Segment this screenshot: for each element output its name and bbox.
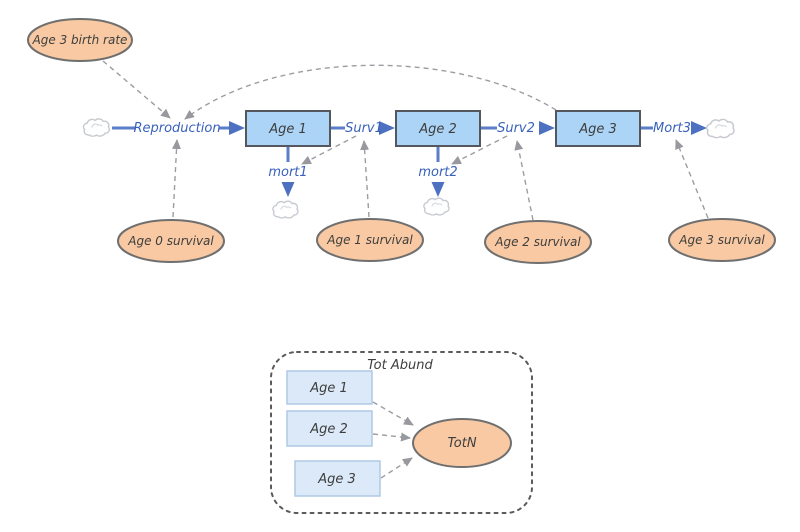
cloud-source-reproduction[interactable] bbox=[82, 118, 111, 137]
stock-age-2-label: Age 2 bbox=[418, 122, 457, 137]
module-tot-abund-title: Tot Abund bbox=[367, 358, 433, 373]
ghost-age-3[interactable]: Age 3 bbox=[294, 460, 381, 497]
variable-age1-survival[interactable]: Age 1 survival bbox=[316, 218, 424, 262]
flow-mort3[interactable] bbox=[641, 121, 707, 135]
link-ghost-age2-to-totn[interactable] bbox=[372, 432, 411, 442]
link-ghost-age1-to-totn[interactable] bbox=[372, 401, 414, 426]
link-age2-survival-to-surv2[interactable] bbox=[514, 140, 534, 221]
stock-age-2[interactable]: Age 2 bbox=[395, 110, 481, 147]
variable-age2-survival-label: Age 2 survival bbox=[494, 235, 581, 249]
ghost-age-2-label: Age 2 bbox=[309, 422, 348, 437]
module-tot-abund[interactable]: Tot Abund Age 1 Age 2 Age 3 TotN bbox=[270, 351, 533, 514]
flow-surv1[interactable] bbox=[331, 121, 395, 135]
influence-links bbox=[102, 60, 709, 221]
cloud-sink-mort2[interactable] bbox=[423, 197, 450, 216]
variable-totn[interactable]: TotN bbox=[412, 418, 512, 468]
stock-age-1[interactable]: Age 1 bbox=[245, 110, 331, 147]
stock-age-3-label: Age 3 bbox=[578, 122, 617, 137]
flow-surv2[interactable] bbox=[481, 121, 555, 135]
flow-mort1[interactable] bbox=[281, 147, 295, 197]
flow-mort3-label[interactable]: Mort3 bbox=[653, 121, 691, 136]
flow-surv2-label[interactable]: Surv2 bbox=[497, 121, 535, 136]
link-age3-birth-rate-to-reproduction[interactable] bbox=[102, 60, 171, 119]
ghost-age-2[interactable]: Age 2 bbox=[286, 410, 373, 447]
cloud-sink-mort3[interactable] bbox=[706, 118, 735, 139]
link-age1-survival-to-surv1[interactable] bbox=[360, 140, 370, 218]
flows bbox=[112, 121, 707, 197]
flow-surv1-label[interactable]: Surv1 bbox=[345, 121, 383, 136]
variable-age3-birth-rate[interactable]: Age 3 birth rate bbox=[27, 18, 133, 62]
flow-reproduction-label[interactable]: Reproduction bbox=[133, 121, 220, 136]
variable-age2-survival[interactable]: Age 2 survival bbox=[484, 220, 592, 264]
link-age0-survival-to-reproduction[interactable] bbox=[172, 139, 182, 218]
cloud-sink-mort1[interactable] bbox=[272, 200, 299, 219]
variable-age1-survival-label: Age 1 survival bbox=[326, 233, 413, 247]
variable-age3-survival-label: Age 3 survival bbox=[678, 233, 765, 247]
flow-reproduction[interactable] bbox=[112, 121, 245, 135]
link-ghost-age3-to-totn[interactable] bbox=[380, 457, 413, 479]
variable-age3-survival[interactable]: Age 3 survival bbox=[668, 218, 776, 262]
variable-totn-label: TotN bbox=[447, 436, 476, 451]
ghost-age-1[interactable]: Age 1 bbox=[286, 370, 373, 405]
stock-age-1-label: Age 1 bbox=[268, 122, 307, 137]
variable-age3-birth-rate-label: Age 3 birth rate bbox=[32, 33, 128, 47]
link-age3-to-reproduction[interactable] bbox=[184, 64, 557, 120]
link-surv2-to-mort2[interactable] bbox=[451, 135, 508, 165]
link-age3-survival-to-mort3[interactable] bbox=[675, 139, 709, 219]
ghost-age-1-label: Age 1 bbox=[309, 381, 348, 396]
flow-mort2[interactable] bbox=[431, 147, 445, 197]
flow-mort1-label[interactable]: mort1 bbox=[268, 165, 307, 180]
variable-age0-survival-label: Age 0 survival bbox=[127, 234, 214, 248]
variable-age0-survival[interactable]: Age 0 survival bbox=[117, 219, 225, 263]
stock-age-3[interactable]: Age 3 bbox=[555, 110, 641, 147]
ghost-age-3-label: Age 3 bbox=[317, 472, 356, 487]
link-surv1-to-mort1[interactable] bbox=[301, 135, 357, 165]
flow-mort2-label[interactable]: mort2 bbox=[418, 165, 457, 180]
